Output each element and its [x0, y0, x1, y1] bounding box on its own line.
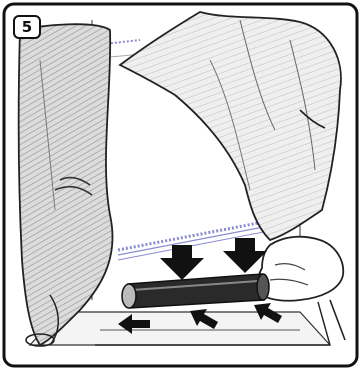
floor-base [30, 312, 330, 345]
step-number-badge: 5 [13, 15, 41, 39]
